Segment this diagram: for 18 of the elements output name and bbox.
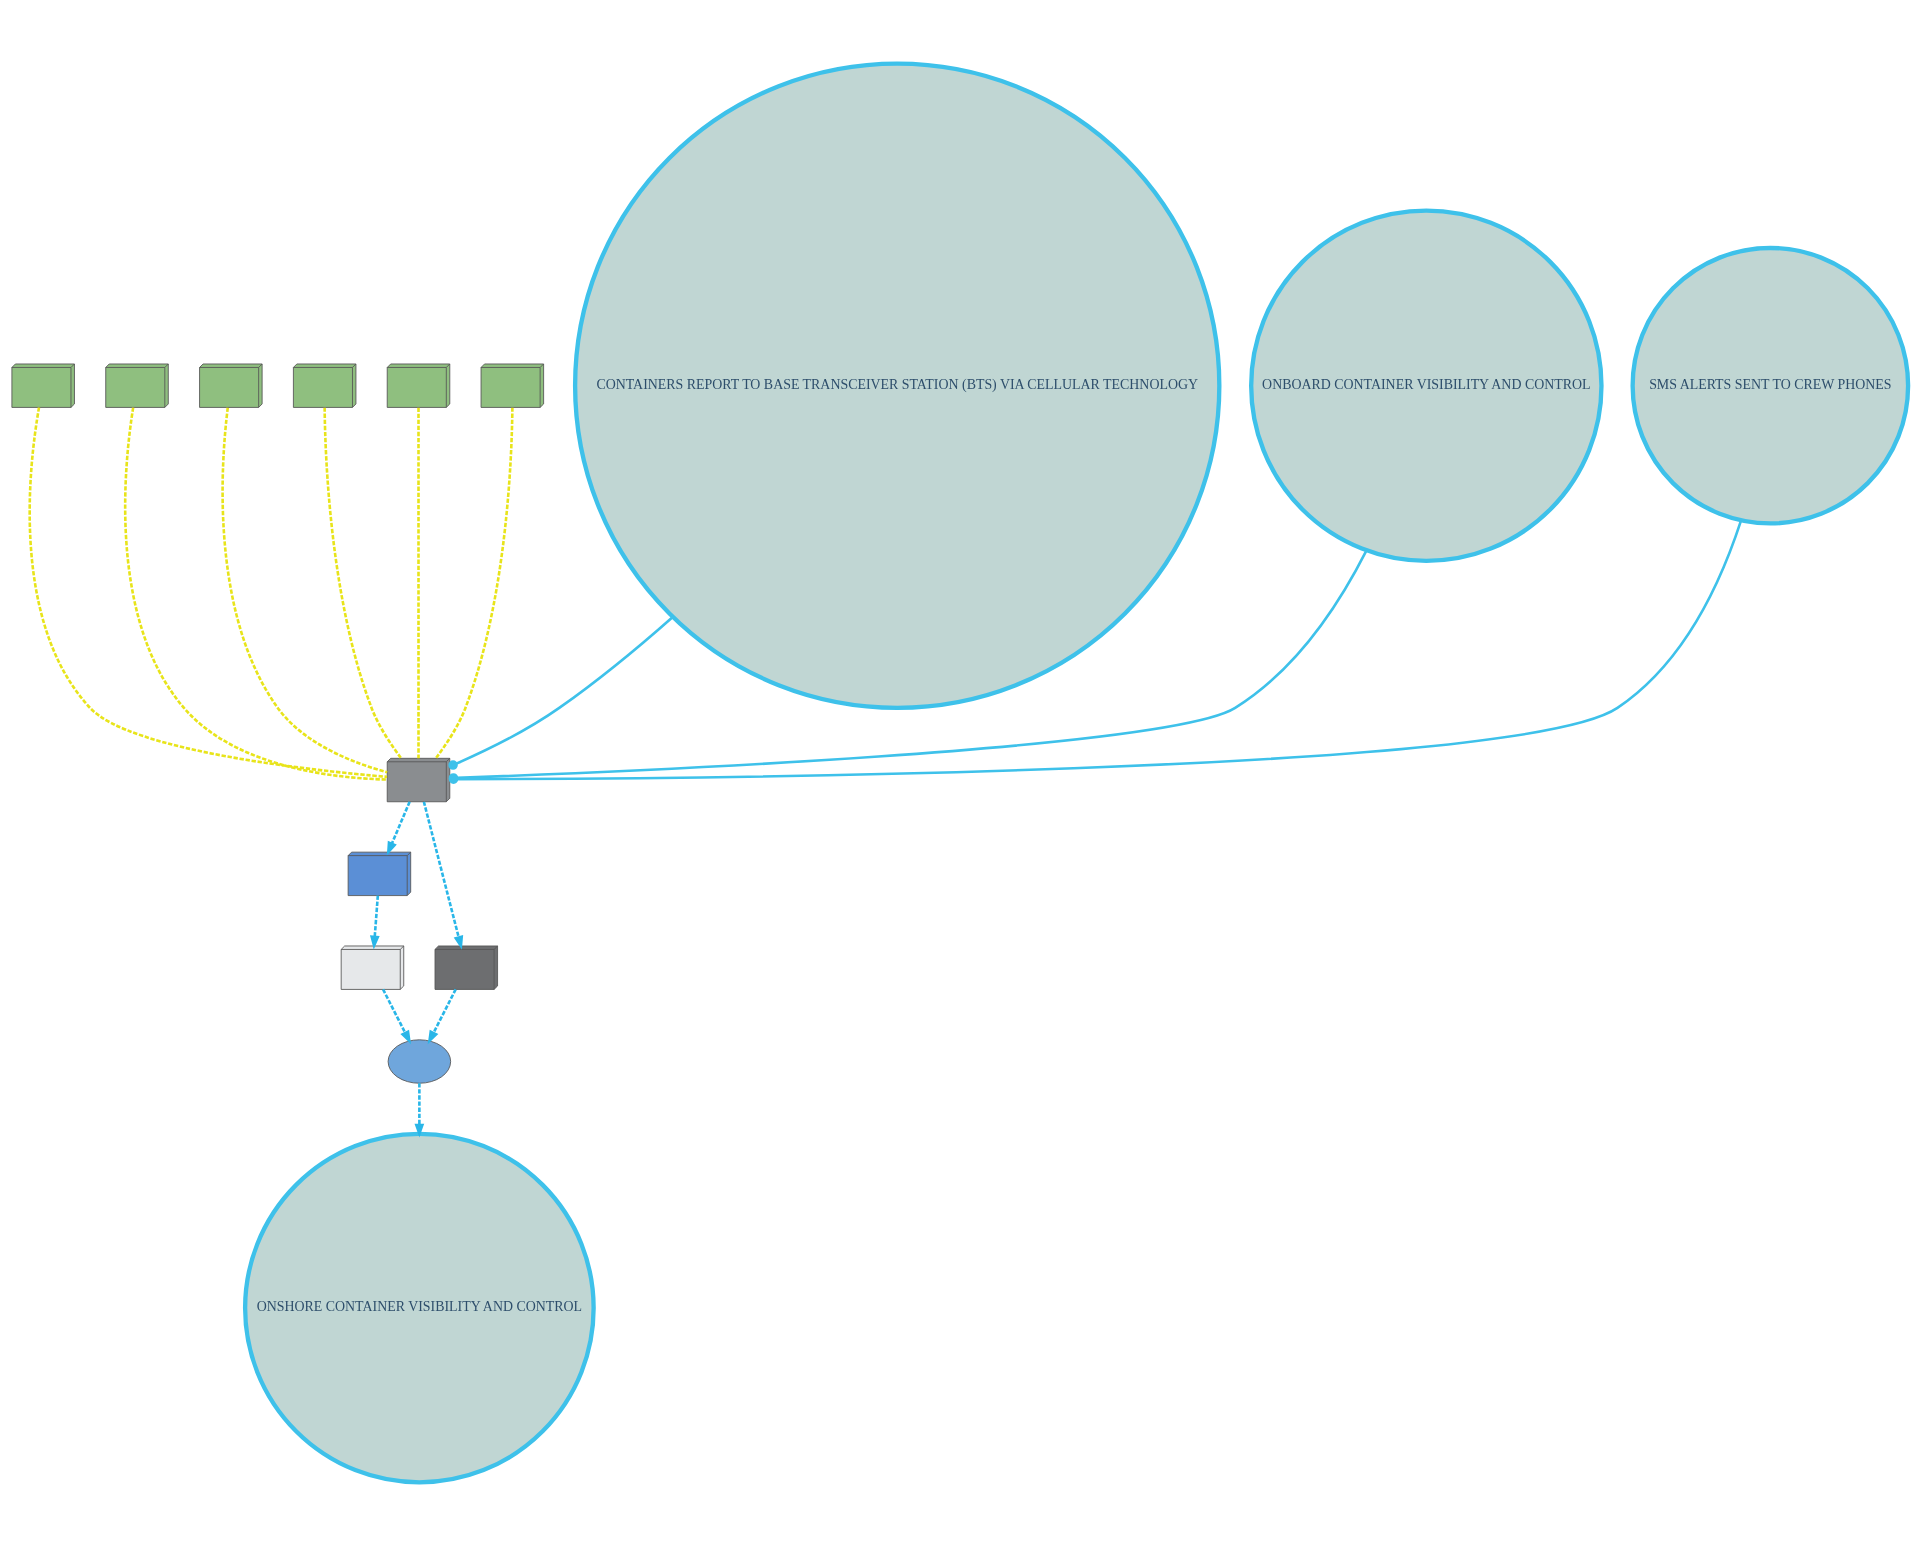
node-circle: ONSHORE CONTAINER VISIBILITY AND CONTROL — [242, 1131, 596, 1484]
connector — [221, 407, 388, 774]
node-cloud — [387, 1038, 452, 1084]
connector — [417, 407, 420, 758]
node-circle: CONTAINERS REPORT TO BASE TRANSCEIVER STATION (BTS) VIA CELLULAR TECHNOLOGY — [572, 60, 1222, 710]
connector — [28, 406, 388, 778]
arrow — [422, 801, 464, 950]
arrow — [369, 895, 380, 950]
connector — [434, 407, 514, 759]
connector — [323, 407, 403, 759]
connector — [448, 615, 674, 770]
connector — [124, 406, 388, 781]
arrow — [414, 1082, 425, 1138]
arrow — [381, 988, 412, 1044]
node-circle: SMS ALERTS SENT TO CREW PHONES — [1630, 245, 1911, 526]
arrow — [427, 988, 457, 1044]
node-circle: ONBOARD CONTAINER VISIBILITY AND CONTROL — [1249, 207, 1604, 563]
arrow — [386, 800, 411, 855]
